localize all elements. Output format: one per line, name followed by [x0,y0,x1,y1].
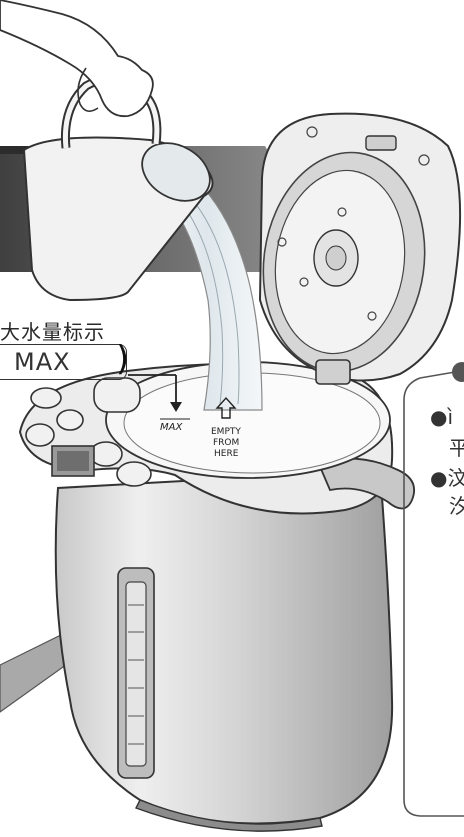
side-handle [316,457,416,510]
pitcher-mouth [141,142,211,202]
note-line-4: 汐 [449,494,464,518]
panel-button-4 [89,441,123,467]
pot-body [54,468,394,825]
lid-screws [277,126,430,321]
max-label-mark: MAX [14,348,71,376]
panel-button-2 [25,423,55,447]
note-line-3: ●汶 [430,466,464,490]
note-badge [452,362,464,382]
max-label-box [0,344,127,380]
water-stream [148,179,263,411]
hand-thumb [77,67,99,112]
pot-base [135,799,323,832]
note-line-1: ●ì [430,405,454,429]
water-gauge-window [125,581,147,767]
empty-from-here-3: HERE [214,449,239,459]
control-panel [25,377,152,487]
panel-button-5 [116,461,152,487]
water-stream-lines [175,191,240,405]
panel-button-1 [30,387,62,409]
inner-max-mark: MAX [160,422,183,433]
water-gauge-ticks [128,604,144,745]
max-pointer-arrowhead [170,402,182,412]
note-line-2: 平 [449,436,464,460]
max-label-title: 大水量标示 [0,320,105,344]
lcd-display-inner [57,451,89,471]
lid-vent-core [325,245,347,271]
empty-from-here-1: EMPTY [211,427,241,437]
panel-button-6 [93,377,141,413]
max-label-paren: ) [116,339,130,379]
lid-latch [365,135,397,151]
panel-button-3 [56,409,84,431]
empty-from-here-2: FROM [213,438,239,448]
hand-icon [0,0,154,118]
empty-arrow-icon [215,396,237,419]
lid-hinge [315,359,351,385]
